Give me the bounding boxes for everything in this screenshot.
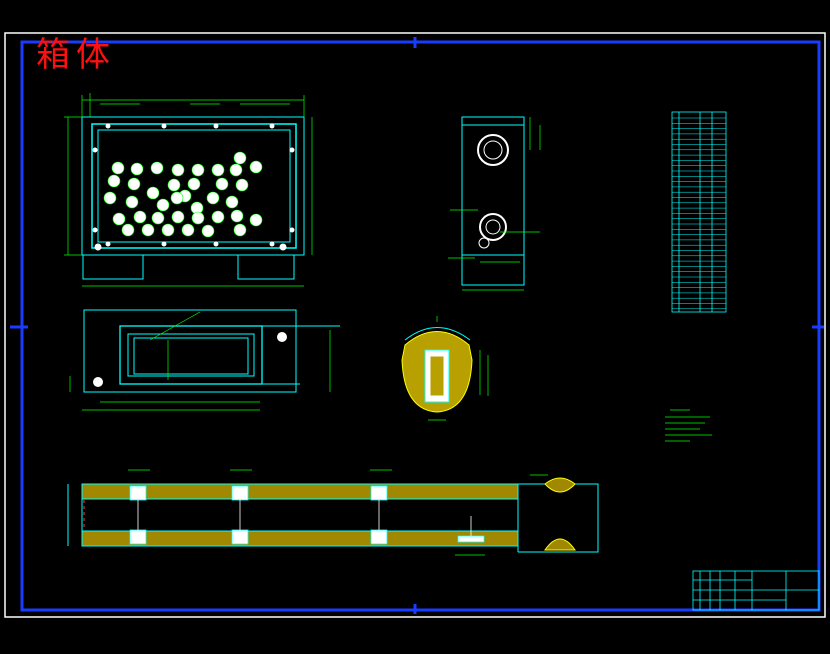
long-section-view (67, 469, 599, 556)
spindle-holes (103, 151, 263, 238)
technical-requirements (665, 409, 712, 442)
top-view (64, 93, 313, 287)
side-view (448, 116, 541, 291)
section-view (401, 316, 489, 421)
shaft-bearings (129, 485, 485, 545)
parts-list (671, 111, 727, 313)
bolt-holes (92, 123, 295, 251)
sheet-frame (4, 32, 826, 618)
drawing-title-stamp: 箱体 (36, 35, 116, 75)
title-block (692, 570, 820, 611)
front-view (69, 309, 340, 411)
